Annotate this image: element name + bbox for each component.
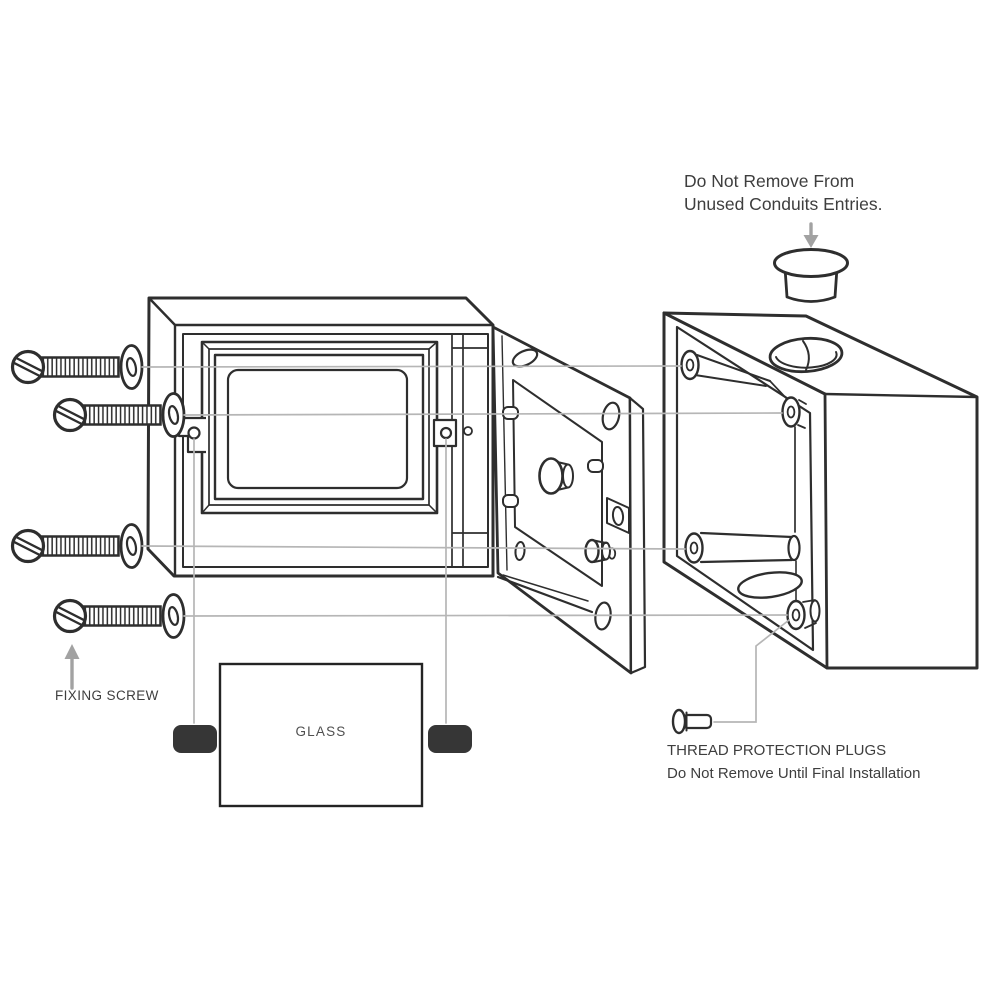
door-slot-bottom-left <box>514 541 526 561</box>
arrow-up-icon <box>64 644 80 690</box>
alignment-leader-lines <box>141 365 790 724</box>
conduit-note-line2: Unused Conduits Entries. <box>684 194 883 214</box>
thread-plugs-line1: THREAD PROTECTION PLUGS <box>667 742 887 759</box>
screw-boss-bottom-right <box>786 599 821 631</box>
box-opening-rim <box>675 325 815 652</box>
arrow-down-icon <box>803 222 819 248</box>
glass-clip-right <box>428 725 472 753</box>
bottom-conduit-hole <box>737 571 803 599</box>
fixing-screw-label: FIXING SCREW <box>55 688 159 703</box>
glass-label: GLASS <box>295 724 347 739</box>
top-conduit-hole <box>768 336 844 374</box>
door-inner-panel <box>512 379 603 587</box>
wall-box-drawing <box>662 311 979 670</box>
screw-boss-bottom-left <box>684 531 801 564</box>
door-knob <box>538 457 574 495</box>
safe-box-drawing <box>146 296 495 578</box>
door-lock-plate <box>606 497 630 534</box>
hinge-strip <box>451 333 489 568</box>
door-latch <box>584 538 617 564</box>
fixing-screw-icon <box>52 391 186 439</box>
thread-plugs-label: THREAD PROTECTION PLUGS Do Not Remove Un… <box>667 740 920 785</box>
thread-plug-icon <box>671 708 713 735</box>
thread-plugs-line2: Do Not Remove Until Final Installation <box>667 764 921 782</box>
screw-boss-top-left <box>680 349 700 381</box>
glass-panel <box>218 662 424 808</box>
fixing-screw-icon <box>10 522 144 570</box>
glass-clip-left <box>173 725 217 753</box>
screw-boss-top-right <box>781 396 801 428</box>
conduit-plug-icon <box>773 248 849 303</box>
door-edge-band <box>628 396 647 675</box>
fixing-screw-icon <box>52 592 186 640</box>
window-opening <box>226 368 409 490</box>
fixing-screw-icon <box>10 343 144 391</box>
conduit-note-label: Do Not Remove From Unused Conduits Entri… <box>684 170 882 216</box>
conduit-note-line1: Do Not Remove From <box>684 171 855 191</box>
door-drawing <box>491 325 647 675</box>
door-slot-top-left <box>511 348 539 368</box>
glass-panel-drawing <box>173 662 472 808</box>
